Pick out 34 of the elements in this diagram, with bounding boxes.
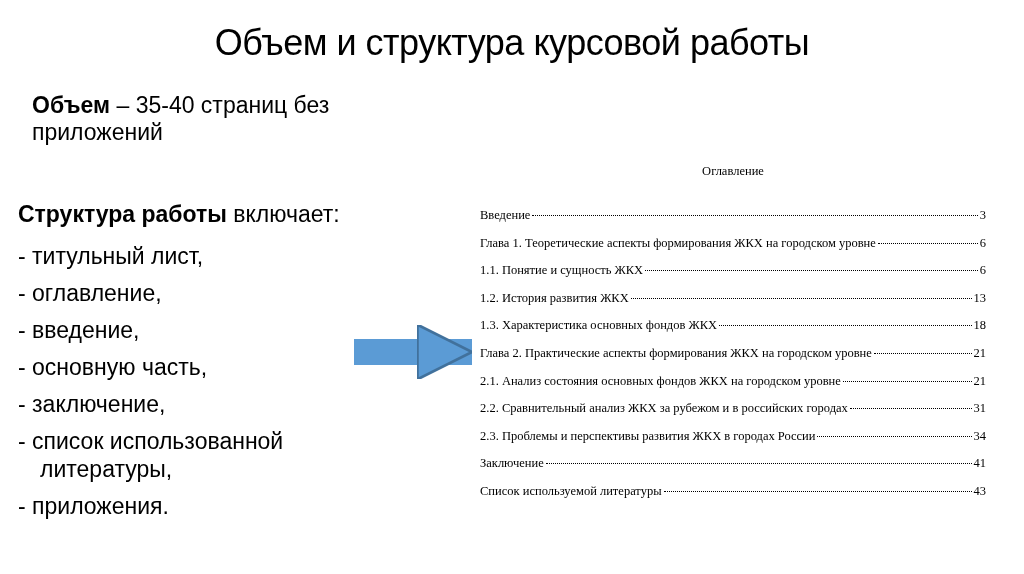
volume-note: Объем – 35-40 страниц без приложений	[32, 92, 331, 146]
list-item: - оглавление,	[18, 279, 163, 307]
page-number: 21	[973, 346, 986, 361]
contents-entry: 1.3. Характеристика основных фондов ЖКХ	[480, 318, 718, 334]
contents-entry: 2.1. Анализ состояния основных фондов ЖКХ на городском уровне	[480, 373, 841, 389]
contents-entry: Глава 2. Практические аспекты формирования ЖКХ на городском уровне	[480, 346, 872, 361]
contents-entry: 1.1. Понятие и сущность ЖКХ	[480, 263, 644, 279]
page-number: 21	[973, 373, 986, 389]
contents-heading: Оглавление	[701, 164, 765, 179]
page-number: 34	[973, 428, 986, 444]
page-number: 3	[979, 208, 986, 223]
page-number: 6	[979, 235, 986, 251]
contents-entry: Глава 1. Теоретические аспекты формирования ЖКХ на городском уровне	[480, 235, 876, 251]
block-arrow	[354, 323, 474, 381]
contents-entry: Введение	[480, 208, 531, 223]
page-number: 6	[979, 263, 986, 279]
page-number: 13	[973, 290, 986, 306]
page-number: 41	[973, 456, 986, 472]
list-item: - введение,	[18, 316, 141, 344]
list-heading: Структура работы включает:	[18, 200, 341, 229]
contents-entry: Заключение	[480, 456, 544, 472]
list-item: - список использованной литературы,	[18, 427, 285, 483]
contents-entry: 1.2. История развития ЖКХ	[480, 290, 629, 306]
list-item: - основную часть,	[18, 353, 209, 381]
page-number: 43	[973, 484, 986, 499]
page-number: 31	[973, 401, 986, 417]
slide-title: Объем и структура курсовой работы	[213, 22, 811, 64]
contents-entry: Список используемой литературы	[480, 484, 662, 499]
contents-entry: 2.3. Проблемы и перспективы развития ЖКХ в городах России	[480, 428, 816, 444]
list-item: - титульный лист,	[18, 242, 205, 270]
page-number: 18	[973, 318, 986, 334]
list-item: - заключение,	[18, 390, 167, 418]
contents-entry: 2.2. Сравнительный анализ ЖКХ за рубежом и в российских городах	[480, 401, 848, 417]
list-item: - приложения.	[18, 492, 170, 520]
